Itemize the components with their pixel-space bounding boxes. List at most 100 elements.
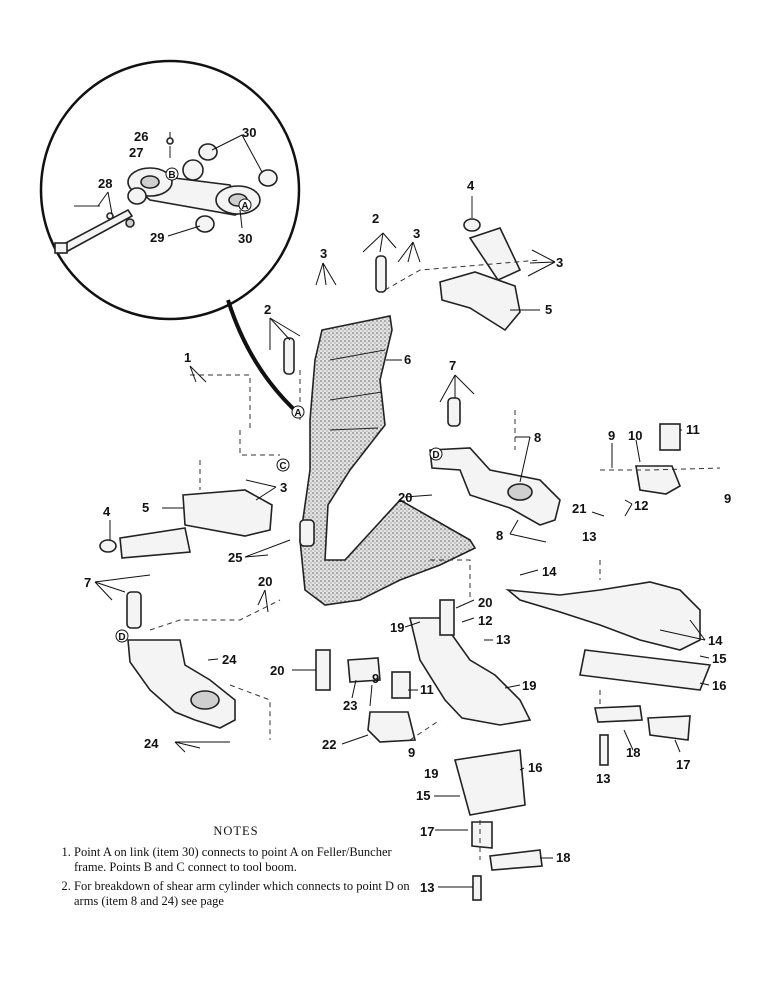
callout-18-right: 18 — [626, 745, 640, 760]
callout-25: 25 — [228, 550, 242, 565]
leader-lines — [94, 132, 710, 888]
callout-30-top: 30 — [242, 125, 256, 140]
note-item-2: For breakdown of shear arm cylinder whic… — [74, 879, 416, 909]
callout-15-right: 15 — [712, 651, 726, 666]
callout-4-top: 4 — [467, 178, 475, 193]
callout-3-mid: 3 — [320, 246, 327, 261]
notes-section: NOTES Point A on link (item 30) connects… — [56, 824, 416, 913]
pin-7-right — [447, 397, 461, 427]
wear-plate-right — [579, 649, 712, 691]
link-22 — [367, 711, 417, 743]
callout-19-top: 19 — [390, 620, 404, 635]
callout-20-bottom: 20 — [270, 663, 284, 678]
callout-20-mid: 20 — [478, 595, 492, 610]
callout-26: 26 — [134, 129, 148, 144]
plate-23 — [347, 657, 381, 683]
callout-12-top: 12 — [634, 498, 648, 513]
callout-17-right: 17 — [676, 757, 690, 772]
callout-5-left: 5 — [142, 500, 149, 515]
shim-18-right — [594, 705, 643, 723]
bolt-13-a — [599, 734, 609, 766]
pin-left — [283, 337, 295, 375]
bolt-13-b — [472, 875, 482, 901]
shear-arm-left — [127, 639, 236, 729]
callout-30-bottom: 30 — [238, 231, 252, 246]
svg-text:B: B — [168, 170, 175, 181]
point-b-inset: B — [165, 167, 179, 181]
callout-19-bottom: 19 — [424, 766, 438, 781]
svg-text:C: C — [279, 461, 286, 472]
callout-4-left: 4 — [103, 504, 111, 519]
callout-2-left: 2 — [264, 302, 271, 317]
callout-13-right: 13 — [596, 771, 610, 786]
callout-8-bottom: 8 — [496, 528, 503, 543]
callout-15-bottom: 15 — [416, 788, 430, 803]
bushing-11-lower — [391, 671, 411, 699]
shim-18-lower — [489, 849, 543, 871]
callout-16-right: 16 — [712, 678, 726, 693]
point-c-frame: C — [276, 458, 290, 472]
svg-text:A: A — [241, 201, 248, 212]
callout-27: 27 — [129, 145, 143, 160]
shear-cylinder-right — [463, 196, 522, 282]
link-detail-inset — [39, 59, 302, 417]
notes-title: NOTES — [213, 824, 259, 838]
blade-19 — [408, 617, 532, 726]
callout-14-right: 14 — [708, 633, 723, 648]
shim-17-right — [647, 715, 691, 741]
assembly-lines — [149, 259, 721, 860]
callout-7-left: 7 — [84, 575, 91, 590]
cylinder-bracket-left — [182, 489, 273, 537]
point-a-inset: A — [238, 198, 252, 212]
main-frame — [299, 315, 477, 606]
callout-28: 28 — [98, 176, 112, 191]
callout-14-top: 14 — [542, 564, 557, 579]
pin-7-left — [126, 591, 142, 629]
callout-9-bottom: 9 — [372, 671, 379, 686]
notes-list: Point A on link (item 30) connects to po… — [56, 845, 416, 909]
callout-13-bottom: 13 — [420, 880, 434, 895]
callout-3-left: 3 — [280, 480, 287, 495]
callout-9-top: 9 — [608, 428, 615, 443]
bushing-20-a — [315, 649, 331, 691]
cylinder-bracket-right — [439, 271, 521, 332]
svg-text:D: D — [432, 450, 439, 461]
callout-22: 22 — [322, 737, 336, 752]
callout-16-bottom: 16 — [528, 760, 542, 775]
callout-19-right: 19 — [522, 678, 536, 693]
callout-12-mid: 12 — [478, 613, 492, 628]
callout-20-top: 20 — [398, 490, 412, 505]
point-d-left: D — [115, 629, 129, 643]
callout-29: 29 — [150, 230, 164, 245]
point-d-right: D — [429, 447, 443, 461]
callout-numbers: 26 27 30 28 29 30 4 2 3 3 3 5 2 6 1 7 8 … — [84, 125, 731, 895]
wear-plate-lower — [453, 749, 526, 816]
callout-5-top: 5 — [545, 302, 552, 317]
callout-7-right: 7 — [449, 358, 456, 373]
callout-9-low: 9 — [408, 745, 415, 760]
callout-2-top: 2 — [372, 211, 379, 226]
point-labels: A B A C D D — [115, 167, 443, 643]
callout-9-right: 9 — [724, 491, 731, 506]
callout-10: 10 — [628, 428, 642, 443]
note-item-1: Point A on link (item 30) connects to po… — [74, 845, 416, 875]
callout-21: 21 — [572, 501, 586, 516]
bushing-20-b — [439, 599, 455, 636]
svg-text:A: A — [294, 408, 301, 419]
callout-20-left: 20 — [258, 574, 272, 589]
callout-23: 23 — [343, 698, 357, 713]
callout-13-mid: 13 — [496, 632, 510, 647]
callout-3-right: 3 — [556, 255, 563, 270]
callout-3-top: 3 — [413, 226, 420, 241]
callout-13-top: 13 — [582, 529, 596, 544]
blade-plate — [505, 581, 701, 651]
bushing-11-right — [659, 423, 681, 451]
pin-upper — [375, 255, 387, 293]
shear-cylinder-left — [99, 527, 191, 559]
callout-11-top: 11 — [686, 422, 700, 437]
callout-11-bottom: 11 — [420, 682, 434, 697]
callout-24-top: 24 — [222, 652, 237, 667]
callout-6: 6 — [404, 352, 411, 367]
